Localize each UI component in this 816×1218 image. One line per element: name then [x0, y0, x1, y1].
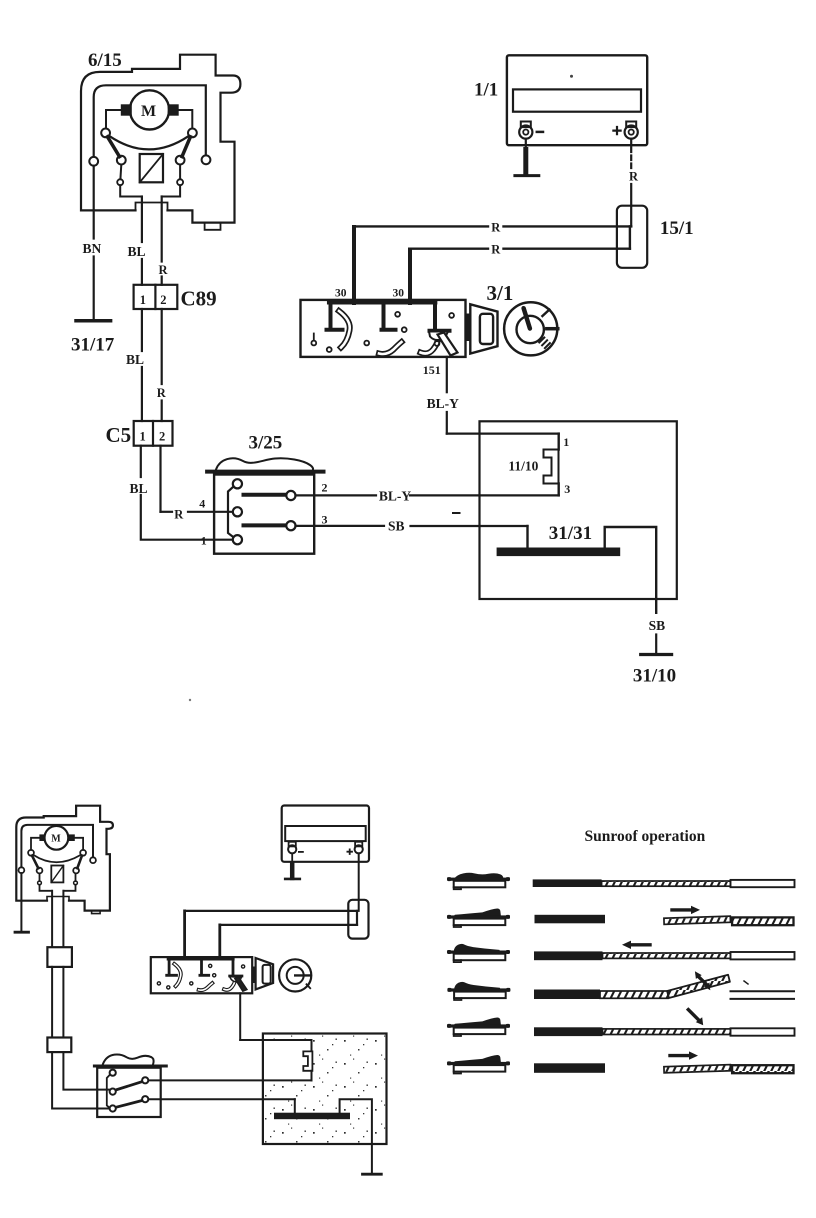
svg-text:1: 1 — [563, 435, 569, 449]
svg-text:3/1: 3/1 — [487, 281, 514, 305]
svg-text:30: 30 — [335, 288, 347, 300]
svg-text:151: 151 — [423, 363, 441, 377]
svg-text:6/15: 6/15 — [88, 50, 122, 71]
svg-text:C5: C5 — [106, 423, 132, 447]
svg-text:4: 4 — [199, 496, 205, 510]
svg-text:M: M — [51, 834, 61, 845]
svg-text:30: 30 — [393, 288, 405, 300]
svg-text:31/10: 31/10 — [633, 666, 676, 687]
svg-text:M: M — [141, 103, 156, 120]
svg-text:31/31: 31/31 — [549, 523, 592, 544]
svg-text:2: 2 — [160, 293, 166, 307]
svg-text:2: 2 — [322, 481, 328, 495]
svg-text:SB: SB — [649, 618, 666, 633]
svg-text:3: 3 — [322, 513, 328, 527]
svg-text:SB: SB — [388, 519, 405, 534]
svg-text:C89: C89 — [181, 287, 217, 311]
svg-text:1: 1 — [140, 429, 146, 443]
svg-text:R: R — [159, 263, 169, 277]
svg-text:11/10: 11/10 — [508, 459, 538, 474]
svg-text:R: R — [174, 508, 184, 522]
svg-text:1: 1 — [140, 293, 146, 307]
svg-text:BL: BL — [130, 481, 148, 496]
svg-text:R: R — [491, 220, 501, 234]
svg-text:BL-Y: BL-Y — [427, 396, 460, 411]
svg-text:Sunroof operation: Sunroof operation — [585, 828, 706, 845]
svg-text:2: 2 — [159, 429, 165, 443]
svg-text:3/25: 3/25 — [249, 433, 283, 454]
svg-text:BL-Y: BL-Y — [379, 488, 412, 503]
svg-text:31/17: 31/17 — [71, 335, 115, 356]
svg-text:R: R — [491, 242, 501, 256]
svg-text:1: 1 — [201, 533, 207, 547]
svg-text:R: R — [629, 169, 639, 183]
svg-text:15/1: 15/1 — [660, 218, 694, 239]
svg-text:3: 3 — [564, 482, 570, 496]
svg-text:BL: BL — [128, 244, 146, 259]
svg-text:R: R — [157, 386, 167, 400]
svg-text:BN: BN — [83, 241, 102, 256]
svg-text:BL: BL — [126, 352, 144, 367]
svg-text:1/1: 1/1 — [474, 80, 498, 101]
